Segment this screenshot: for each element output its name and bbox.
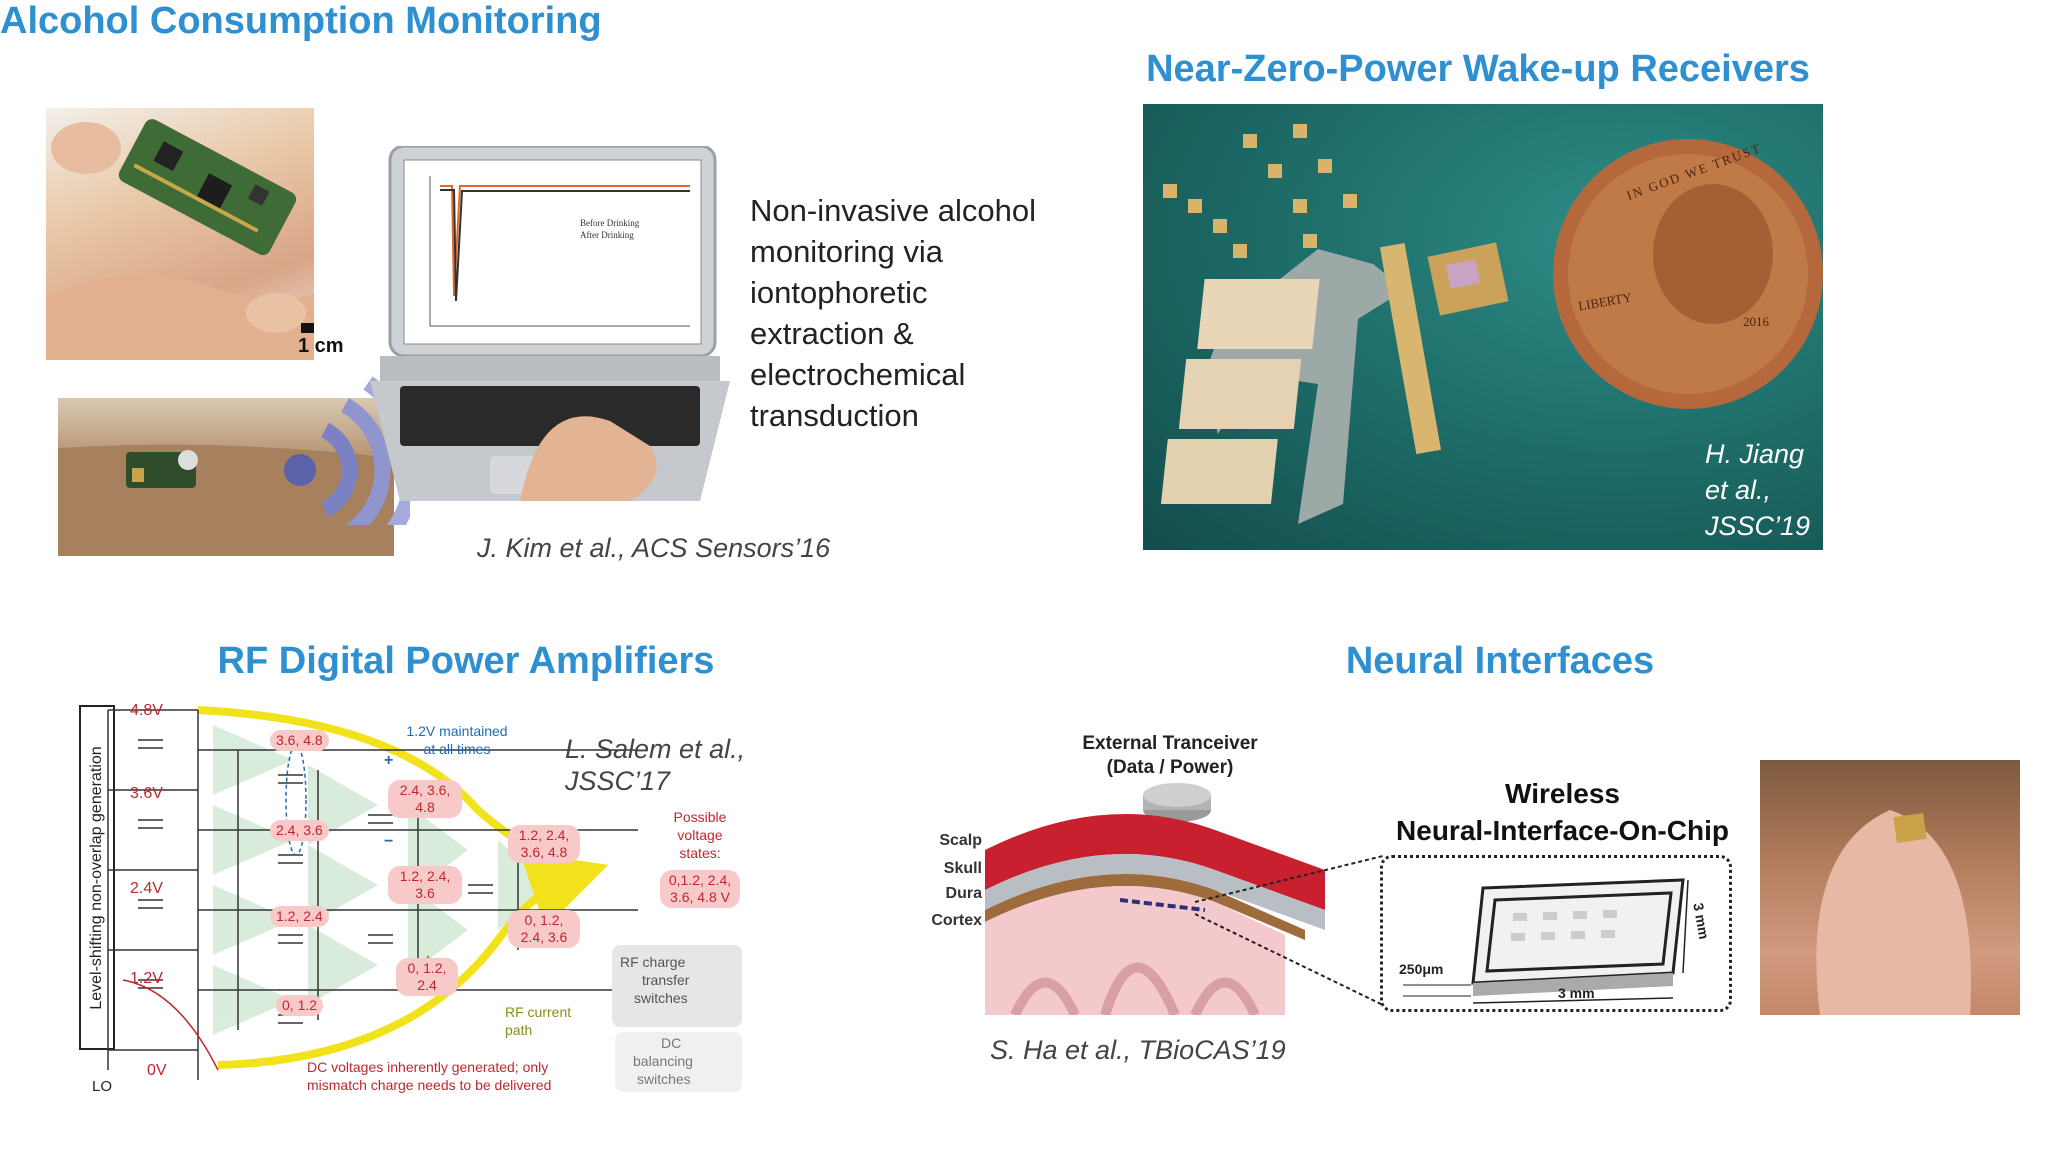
chip-callout-box: 250μm 3 mm 3 mm [1380,855,1732,1012]
minus-sign: − [384,833,394,850]
chip-on-fingertip-photo [1760,760,2020,1015]
rfpa-section-title: RF Digital Power Amplifiers [217,640,715,682]
plus-sign: + [384,752,394,769]
external-transceiver-label: External Tranceiver (Data / Power) [1065,732,1275,780]
citation-line: JSSC’19 [1705,511,1811,541]
chart-legend-after: After Drinking [580,230,634,240]
dura-label: Dura [945,885,982,902]
state-pill: 2.4, 3.6, 4.8 [388,780,462,818]
wireless-noc-title: Wireless Neural-Interface-On-Chip [1375,775,1750,849]
description-line: transduction [750,398,919,433]
label-line: voltage [677,827,723,843]
coin-year: 2016 [1743,314,1769,329]
dc-voltage-note: DC voltages inherently generated; only m… [307,1058,551,1094]
state-pill: 2.4, 3.6 [270,820,329,841]
transceiver-disc [1143,783,1211,822]
wakeup-citation: H. Jiang et al., JSSC’19 [1705,436,1845,544]
label-line: DC voltages inherently generated; only [307,1059,549,1075]
alcohol-section-title: Alcohol Consumption Monitoring [0,0,602,42]
label-line: path [505,1022,533,1038]
pcb-with-penny-photo: IN GOD WE TRUST LIBERTY 2016 [1143,104,1823,550]
maintained-note-line: 1.2V maintained [406,723,508,739]
citation-line: et al., [1705,475,1772,505]
cortex-label: Cortex [931,912,982,929]
label-line: mismatch charge needs to be delivered [307,1077,552,1093]
possible-states-label: Possible voltage states: [660,808,740,862]
level-shifting-block: Level-shifting non-overlap generation [79,705,115,1050]
label-line: DC [661,1035,682,1051]
rail-2v4: 2.4V [130,880,163,897]
width-label: 3 mm [1558,985,1595,1001]
description-line: iontophoretic [750,275,928,310]
rail-3v6: 3.6V [130,785,163,802]
rail-4v8: 4.8V [130,702,163,719]
state-pill: 1.2, 2.4 [270,906,329,927]
citation-line: L. Salem et al., [565,734,746,764]
chart-legend-before: Before Drinking [580,218,640,228]
dc-balancing-switches-legend: DC balancing switches [615,1032,742,1092]
state-pill: 0, 1.2, 2.4, 3.6 [508,910,580,948]
label-line: Neural-Interface-On-Chip [1396,815,1729,846]
label-line: 0,1.2, 2.4, [668,872,732,888]
description-line: extraction & [750,316,914,351]
label-line: 3.6, 4.8 V [670,889,730,905]
label-line: RF current [505,1004,572,1020]
maintained-note: 1.2V maintained at all times [392,722,522,758]
label-line: switches [634,990,688,1006]
alcohol-citation: J. Kim et al., ACS Sensors’16 [477,533,831,563]
rfpa-citation: L. Salem et al., JSSC’17 [565,733,745,797]
laptop-graphic [370,144,730,501]
label-line: (Data / Power) [1106,757,1234,778]
label-line: switches [637,1071,691,1087]
rf-current-path-label: RF current path [505,1003,571,1039]
lo-label: LO [92,1078,113,1095]
maintained-note-line: at all times [423,741,491,757]
description-line: monitoring via [750,234,943,269]
output-states-pill: 0,1.2, 2.4, 3.6, 4.8 V [660,870,740,908]
state-pill: 3.6, 4.8 [270,730,329,751]
state-pill: 1.2, 2.4, 3.6 [388,866,462,904]
neural-citation: S. Ha et al., TBioCAS’19 [990,1035,1286,1065]
scale-bar [301,323,314,333]
label-line: transfer [642,972,690,988]
thickness-label: 250μm [1399,961,1444,977]
label-line: RF charge [620,954,686,970]
rf-charge-switches-legend: RF charge transfer switches [612,945,742,1027]
citation-line: JSSC’17 [565,766,671,796]
neural-section-title: Neural Interfaces [1345,640,1655,682]
flexible-sensor-hand-photo [46,108,314,360]
zoom-lines [1195,855,1384,1006]
brain-cross-section [985,790,1325,1018]
rail-0v: 0V [147,1062,167,1079]
state-pill: 1.2, 2.4, 3.6, 4.8 [508,825,580,863]
label-line: External Tranceiver [1082,733,1258,754]
citation-line: H. Jiang [1705,439,1805,469]
wakeup-section-title: Near-Zero-Power Wake-up Receivers [1146,48,1810,90]
alcohol-description: Non-invasive alcohol monitoring via iont… [750,190,1050,436]
rail-1v2: 1.2V [130,970,163,987]
scale-bar-label: 1 cm [298,335,344,357]
skull-label: Skull [943,860,982,877]
state-pill: 0, 1.2, 2.4 [396,958,458,996]
label-line: Wireless [1505,778,1620,809]
label-line: balancing [633,1053,693,1069]
label-line: Possible [673,809,727,825]
scalp-label: Scalp [939,832,982,849]
description-line: Non-invasive alcohol [750,193,1037,228]
state-pill: 0, 1.2 [276,995,324,1016]
label-line: states: [679,845,721,861]
description-line: electrochemical [750,357,966,392]
